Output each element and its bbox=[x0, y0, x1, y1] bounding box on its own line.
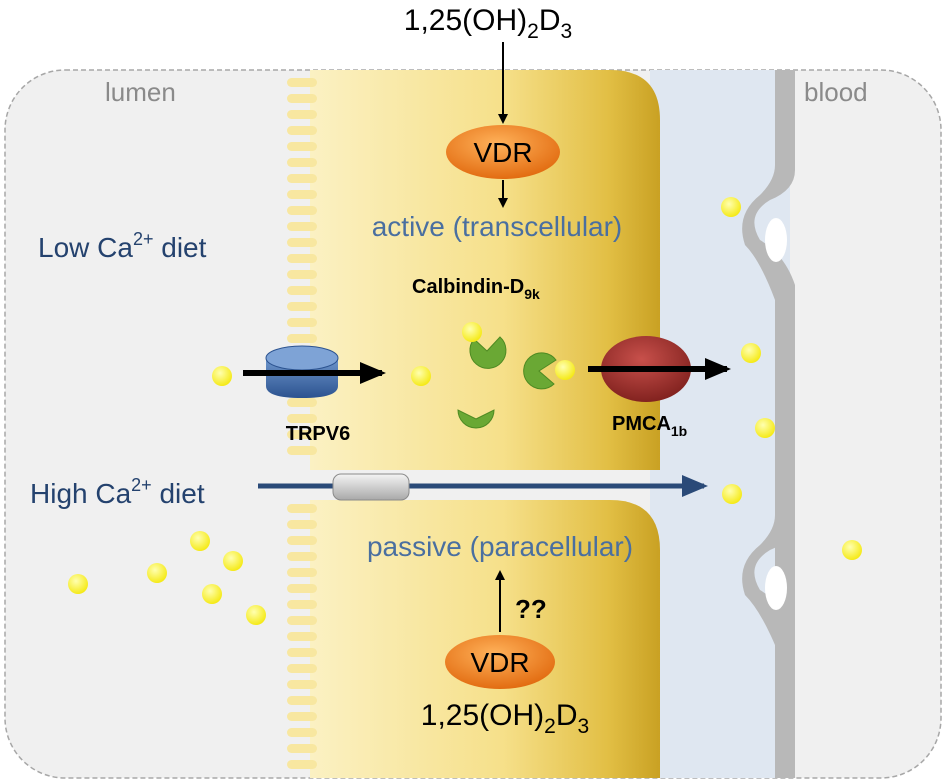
microvillus bbox=[287, 664, 317, 673]
microvillus bbox=[287, 696, 317, 705]
microvillus bbox=[287, 174, 317, 183]
calcium-ion bbox=[722, 484, 742, 504]
vdr-top bbox=[446, 125, 560, 179]
lumen-label: lumen bbox=[105, 77, 176, 107]
microvillus bbox=[287, 254, 317, 263]
calbindin-3 bbox=[457, 409, 495, 429]
vitamin-d-top-label: 1,25(OH)2D3 bbox=[404, 4, 572, 43]
calcium-ions bbox=[68, 197, 862, 625]
microvillus bbox=[287, 334, 317, 343]
microvillus bbox=[287, 760, 317, 769]
microvillus bbox=[287, 520, 317, 529]
endothelial-nucleus bbox=[765, 218, 787, 262]
vessel-wall-lower bbox=[742, 440, 795, 778]
unknown-mechanism-label: ?? bbox=[515, 594, 547, 624]
microvillus bbox=[287, 222, 317, 231]
calcium-ion bbox=[68, 574, 88, 594]
calcium-ion bbox=[147, 563, 167, 583]
calcium-ion bbox=[555, 360, 575, 380]
microvillus bbox=[287, 190, 317, 199]
microvillus bbox=[287, 158, 317, 167]
calcium-ion bbox=[190, 531, 210, 551]
blood-label: blood bbox=[804, 77, 868, 107]
microvillus bbox=[287, 78, 317, 87]
tight-junction bbox=[332, 473, 410, 501]
microvillus bbox=[287, 648, 317, 657]
microvillus bbox=[287, 318, 317, 327]
microvillus bbox=[287, 568, 317, 577]
microvillus bbox=[287, 728, 317, 737]
microvillus bbox=[287, 504, 317, 513]
pmca-label: PMCA1b bbox=[612, 413, 687, 439]
microvillus bbox=[287, 430, 317, 439]
calcium-ion bbox=[842, 540, 862, 560]
trpv6-label: TRPV6 bbox=[286, 423, 350, 445]
endothelial-nucleus-lower bbox=[765, 566, 787, 610]
calcium-ion bbox=[741, 343, 761, 363]
microvillus bbox=[287, 446, 317, 455]
microvillus bbox=[287, 94, 317, 103]
calbindin-proteins bbox=[457, 336, 557, 429]
calcium-ion bbox=[223, 551, 243, 571]
microvillus bbox=[287, 632, 317, 641]
microvillus bbox=[287, 584, 317, 593]
vdr-bottom bbox=[445, 635, 555, 689]
calbindin-label: Calbindin-D9k bbox=[412, 276, 540, 302]
calcium-ion bbox=[212, 366, 232, 386]
microvillus bbox=[287, 238, 317, 247]
vdr-bottom-label: VDR bbox=[470, 647, 529, 678]
microvillus bbox=[287, 142, 317, 151]
low-calcium-diet-label: Low Ca2+ diet bbox=[38, 229, 207, 263]
calbindin-2 bbox=[523, 352, 557, 390]
vdr-top-label: VDR bbox=[473, 137, 532, 168]
microvillus bbox=[287, 126, 317, 135]
calcium-ion bbox=[246, 605, 266, 625]
microvillus bbox=[287, 110, 317, 119]
calcium-ion bbox=[755, 418, 775, 438]
microvillus bbox=[287, 206, 317, 215]
microvillus bbox=[287, 712, 317, 721]
trpv6-channel bbox=[265, 345, 339, 398]
calcium-ion bbox=[202, 584, 222, 604]
microvillus bbox=[287, 616, 317, 625]
calbindin-1 bbox=[469, 336, 507, 369]
active-transport-label: active (transcellular) bbox=[372, 211, 623, 242]
microvillus bbox=[287, 414, 317, 423]
passive-transport-label: passive (paracellular) bbox=[367, 531, 633, 562]
calcium-ion bbox=[462, 322, 482, 342]
microvillus bbox=[287, 744, 317, 753]
microvillus bbox=[287, 398, 317, 407]
microvillus bbox=[287, 302, 317, 311]
microvillus bbox=[287, 600, 317, 609]
high-calcium-diet-label: High Ca2+ diet bbox=[30, 475, 205, 509]
calcium-ion bbox=[411, 366, 431, 386]
microvillus bbox=[287, 552, 317, 561]
microvillus bbox=[287, 536, 317, 545]
microvillus bbox=[287, 270, 317, 279]
vitamin-d-bottom-label: 1,25(OH)2D3 bbox=[421, 699, 589, 738]
microvillus bbox=[287, 680, 317, 689]
calcium-ion bbox=[721, 197, 741, 217]
microvillus bbox=[287, 286, 317, 295]
